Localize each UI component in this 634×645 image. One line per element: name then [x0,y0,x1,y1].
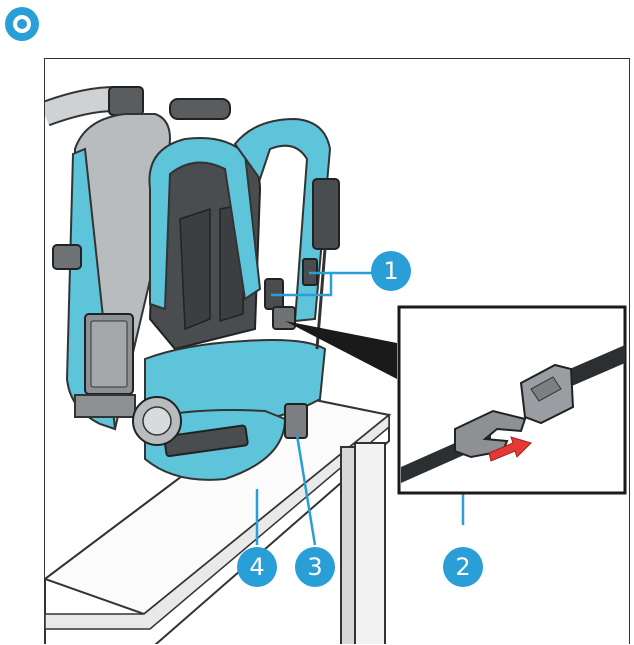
hose [45,86,144,127]
table [45,393,392,644]
vacuum-body [52,98,231,431]
callout-1-label: 1 [383,257,398,285]
arrow-right-icon [488,436,532,462]
brand-logo-icon [5,7,39,41]
detail-inset [397,305,627,495]
callout-3: 3 [295,547,335,587]
callout-3-label: 3 [307,553,322,581]
callout-2-label: 2 [455,553,470,581]
buckle-male-icon [519,363,575,425]
backpack-vacuum-illustration: 1 2 3 4 [45,86,627,644]
callout-1: 1 [371,251,411,291]
callout-4: 4 [237,547,277,587]
strap-adjusters [264,178,340,350]
buckle-female-icon [454,409,527,459]
inset-pointer [285,321,397,379]
callout-4-label: 4 [249,553,264,581]
illustration-frame: 1 2 3 4 [44,58,630,644]
callout-2: 2 [443,547,483,587]
hip-belt [132,339,327,481]
